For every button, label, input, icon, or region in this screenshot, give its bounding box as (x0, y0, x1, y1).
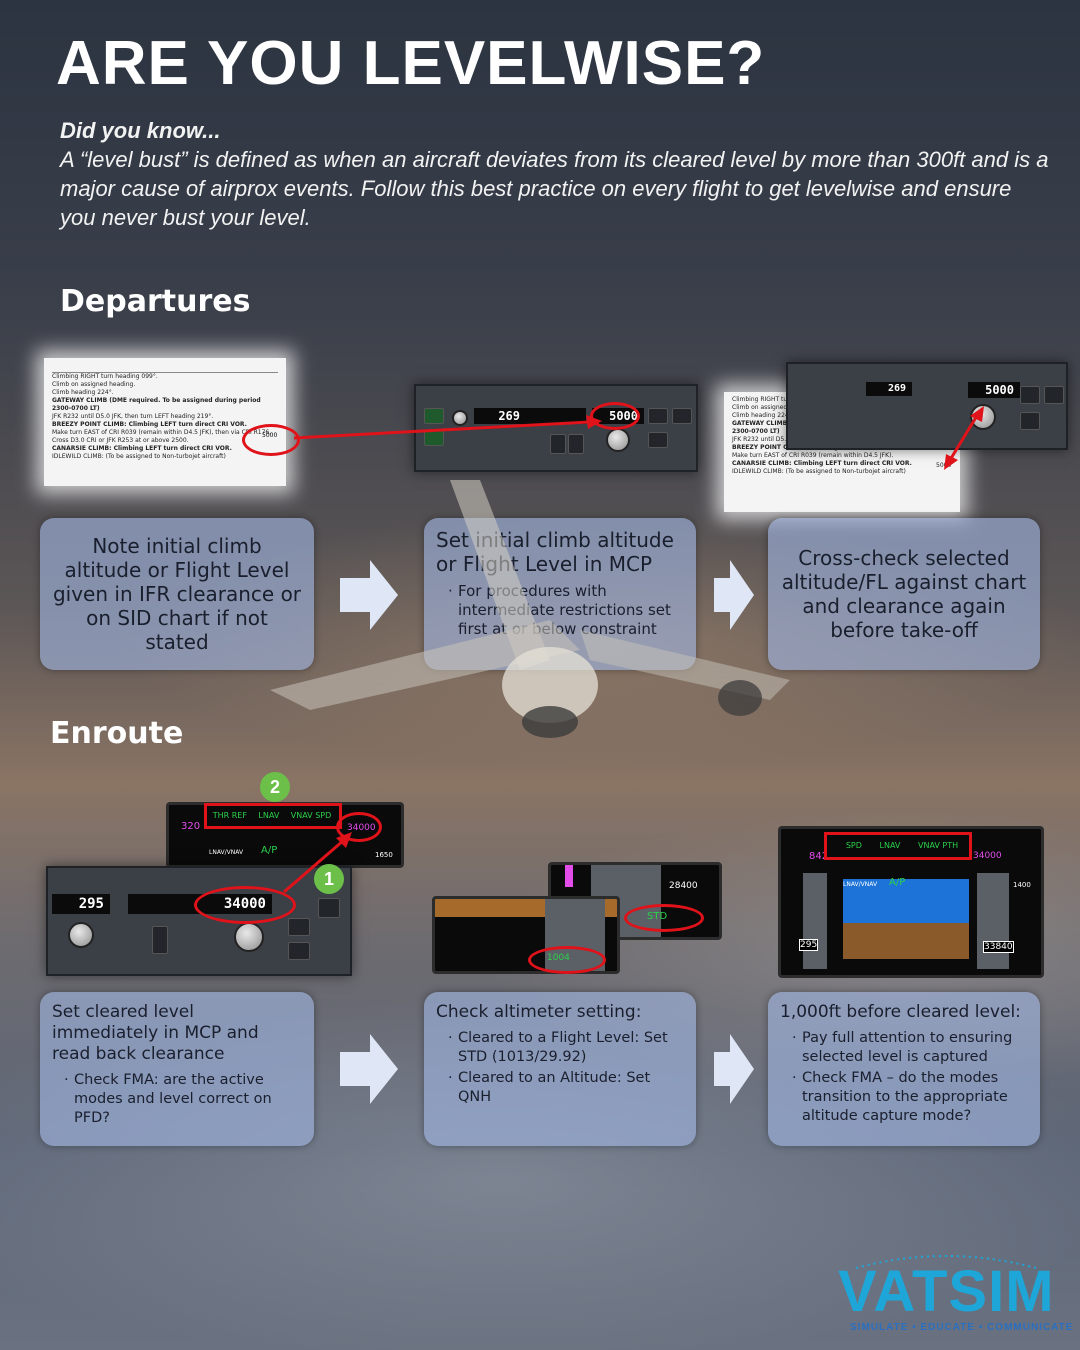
fma-highlight-box (204, 803, 342, 829)
vatsim-logo: VATSIM (838, 1259, 1055, 1324)
mcp-to-pfd-arrow (283, 832, 352, 894)
marker-1: 1 (314, 864, 344, 894)
airplane-image (270, 480, 790, 738)
sid-chart-image: Climbing RIGHT turn heading 099°. Climb … (44, 358, 286, 486)
departure-step-3: Cross-check selected altitude/FL against… (768, 518, 1040, 670)
crosscheck-chart-value: 5000 (936, 462, 952, 469)
departure-arrow-2 (714, 560, 754, 630)
intro-body: A “level bust” is defined as when an air… (60, 147, 1049, 230)
enroute-step-3: 1,000ft before cleared level: Pay full a… (768, 992, 1040, 1146)
heading-knob[interactable] (68, 922, 94, 948)
enroute-heading: Enroute (50, 716, 184, 751)
logo-dots-icon (855, 1255, 1037, 1269)
mcp-heading-display: 295 (52, 894, 110, 914)
enroute-step-2: Check altimeter setting: Cleared to a Fl… (424, 992, 696, 1146)
mcp-altitude-highlight (590, 402, 640, 430)
std-highlight (624, 904, 704, 932)
chart-highlight-circle (242, 424, 300, 456)
enroute-arrow-1 (340, 1034, 398, 1104)
chart-to-mcp-arrow (293, 415, 602, 440)
speed-knob[interactable] (452, 410, 468, 426)
departures-heading: Departures (60, 284, 251, 319)
fma-capture-highlight (824, 832, 972, 860)
departure-arrow-1 (340, 560, 398, 630)
mcp-enroute-altitude-highlight (194, 886, 296, 924)
pfd-capture-image: SPD LNAV VNAV PTH 842 34000 LNAV/VNAV A/… (778, 826, 1044, 978)
intro-text: Did you know... A “level bust” is define… (60, 116, 1050, 232)
marker-2: 2 (260, 772, 290, 802)
intro-lead: Did you know... (60, 118, 221, 143)
page-title: ARE YOU LEVELWISE? (56, 29, 766, 98)
enroute-step-1: Set cleared level immediately in MCP and… (40, 992, 314, 1146)
crosscheck-double-arrow (944, 406, 984, 470)
qnh-highlight (528, 946, 606, 974)
departure-step-1: Note initial climb altitude or Flight Le… (40, 518, 314, 670)
crosscheck-altitude-display: 5000 (968, 382, 1020, 398)
crosscheck-chart-image: Climbing RIGHT turn heading 099°. Climb … (724, 392, 960, 512)
vatsim-tagline: SIMULATE • EDUCATE • COMMUNICATE (850, 1322, 1074, 1333)
pfd-altitude-highlight (336, 812, 382, 842)
altimeter-qnh-image: 1004 (432, 896, 620, 974)
enroute-altitude-knob[interactable] (234, 922, 264, 952)
enroute-arrow-2 (714, 1034, 754, 1104)
mcp-panel-crosscheck: 269 5000 (786, 362, 1068, 450)
mcp-speed-display: 269 (474, 408, 526, 424)
